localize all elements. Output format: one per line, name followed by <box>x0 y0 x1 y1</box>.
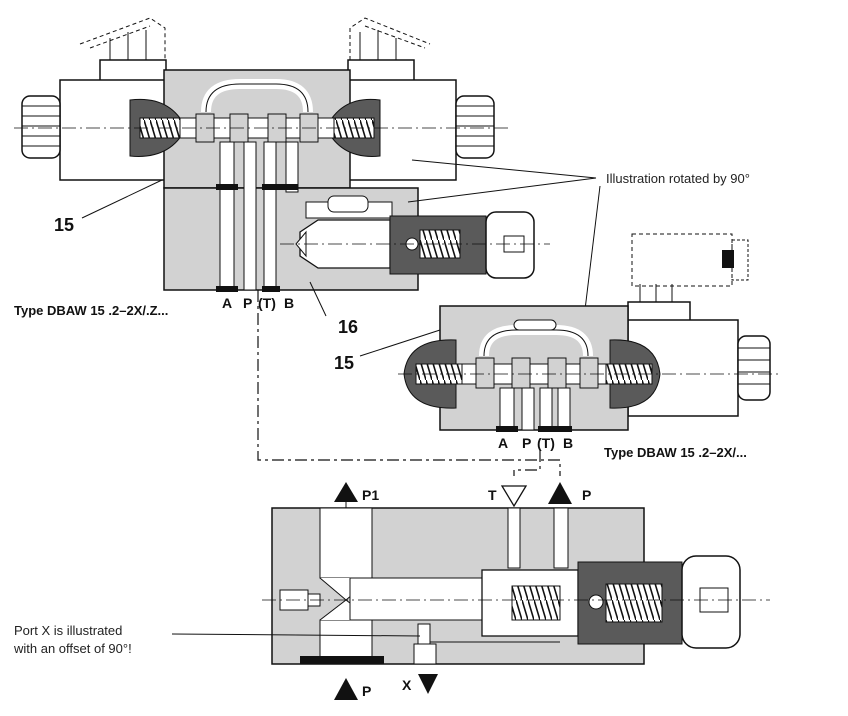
upper-port-p: P <box>243 295 253 311</box>
lower-block <box>262 507 770 665</box>
upper-port-b: B <box>284 295 295 311</box>
middle-valve <box>398 233 780 432</box>
middle-port-a: A <box>498 435 509 451</box>
lower-relief-cartridge <box>481 555 741 649</box>
middle-port-t: (T) <box>537 435 555 451</box>
upper-port-t: (T) <box>258 295 276 311</box>
lower-port-p-bottom: P <box>362 683 372 699</box>
lower-port-p-top: P <box>582 487 592 503</box>
upper-valve <box>14 17 550 292</box>
upper-callout-16: 16 <box>338 317 359 337</box>
upper-relief-cartridge <box>295 195 535 279</box>
upper-callout-15: 15 <box>54 215 75 235</box>
upper-left-knurled-nut <box>21 95 61 159</box>
x-arrow-icon <box>418 674 438 694</box>
middle-type-label: Type DBAW 15 .2–2X/... <box>604 445 747 460</box>
p-top-arrow-icon <box>548 482 572 504</box>
upper-type-label: Type DBAW 15 .2–2X/.Z... <box>14 303 169 318</box>
port-x-note-line2: with an offset of 90°! <box>14 641 132 656</box>
port-x-note-line1: Port X is illustrated <box>14 623 123 638</box>
p1-arrow-icon <box>334 482 358 502</box>
middle-port-b: B <box>563 435 574 451</box>
upper-right-knurled-nut <box>455 95 495 159</box>
middle-callout-15: 15 <box>334 353 355 373</box>
middle-port-p: P <box>522 435 532 451</box>
rotation-note: Illustration rotated by 90° <box>606 171 750 186</box>
lower-port-x: X <box>402 677 412 693</box>
lower-port-p1: P1 <box>362 487 380 503</box>
t-arrow-icon <box>500 485 528 508</box>
middle-knurled-nut <box>737 335 771 401</box>
lower-port-t: T <box>488 487 497 503</box>
upper-port-a: A <box>222 295 233 311</box>
p-bottom-arrow-icon <box>334 678 358 700</box>
